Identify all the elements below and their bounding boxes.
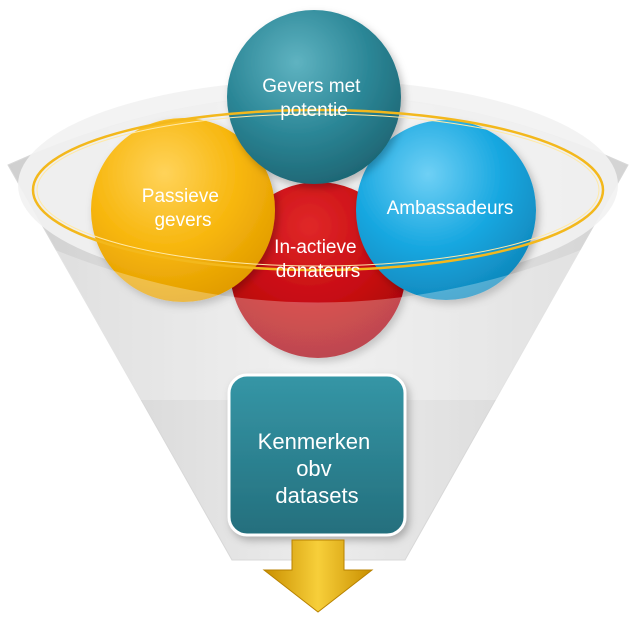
label-kenmerken: Kenmerken obv datasets — [258, 429, 377, 508]
label-passieve-gevers: Passieve gevers — [142, 186, 224, 231]
node-gevers-met-potentie — [227, 10, 401, 184]
funnel-rim — [31, 108, 605, 272]
label-ambassadeurs: Ambassadeurs — [387, 198, 514, 219]
node-passieve-gevers — [91, 118, 275, 302]
node-ambassadeurs — [356, 120, 536, 300]
node-kenmerken-box — [227, 373, 407, 537]
label-gevers-met-potentie: Gevers met potentie — [262, 76, 365, 121]
funnel-front-glass — [20, 235, 616, 400]
label-in-actieve-donateurs: In-actieve donateurs — [274, 237, 362, 282]
down-arrow-icon — [262, 539, 374, 613]
funnel-rim-highlight — [36, 113, 600, 267]
